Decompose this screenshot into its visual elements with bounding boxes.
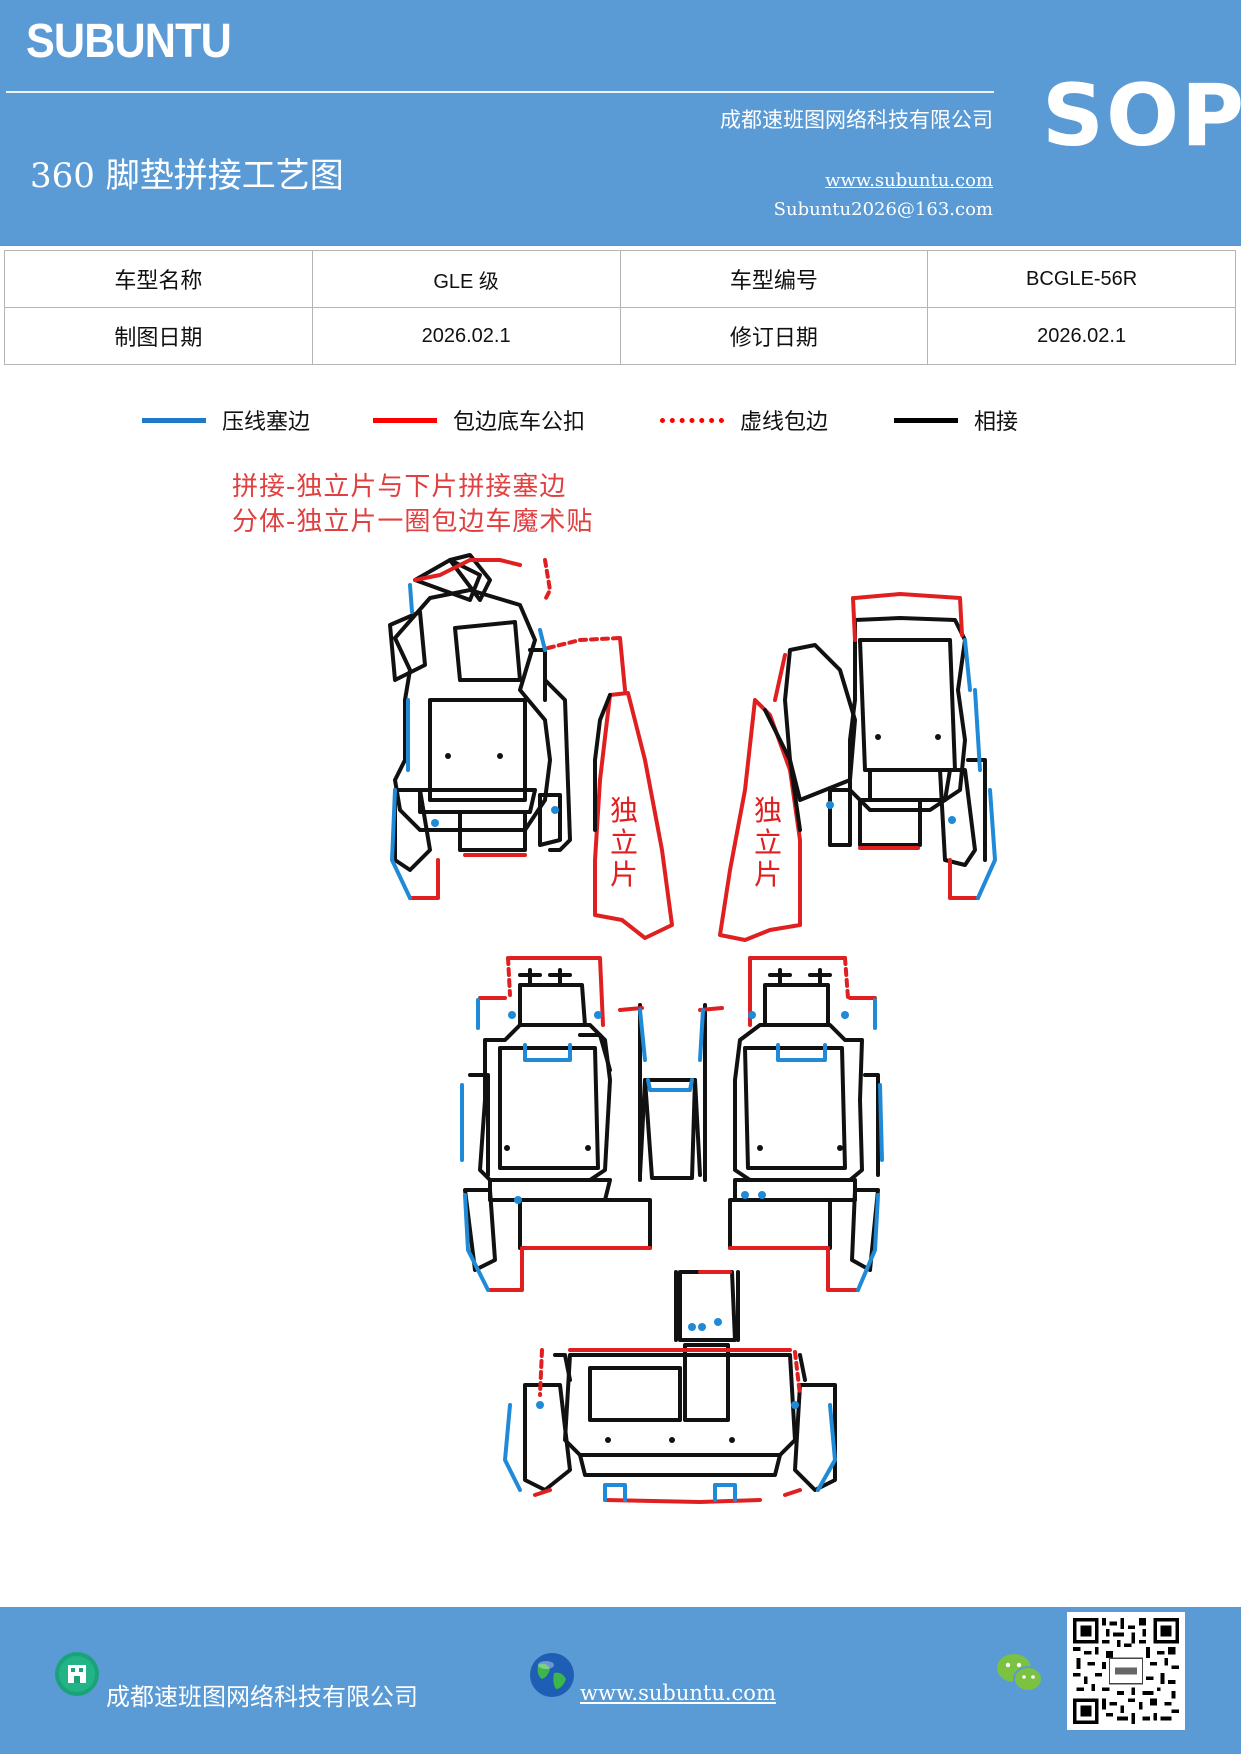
legend-swatch [660,417,724,423]
legend-swatch [373,417,437,423]
footer-website-link[interactable]: www.subuntu.com [580,1681,776,1705]
legend-label: 虚线包边 [740,410,829,435]
model-name-label: 车型名称 [4,250,313,308]
company-name: 成都速班图网络科技有限公司 [720,108,993,132]
footer-banner: 成都速班图网络科技有限公司 www.subuntu.com [0,1607,1241,1754]
center-tunnel-piece [638,1078,702,1180]
independent-piece-label-right: 独立片 [754,794,782,891]
legend-item-dotted-edge: 虚线包边 [660,400,828,440]
independent-piece-right [718,698,802,942]
front-right-mat [773,592,997,900]
second-row-left-mat [460,956,652,1292]
header-banner: SUBUNTU 成都速班图网络科技有限公司 360 脚垫拼接工艺图 www.su… [0,0,1241,246]
globe-icon [530,1653,574,1697]
table-row: 制图日期 2026.02.1 修订日期 2026.02.1 [4,307,1236,365]
draw-date-value: 2026.02.1 [311,307,621,365]
legend-item-edge-snap: 包边底车公扣 [373,400,585,440]
legend-swatch [894,417,958,423]
table-row: 车型名称 GLE 级 车型编号 BCGLE-56R [4,250,1236,308]
independent-piece-left [593,691,674,940]
qr-code-image [1073,1618,1179,1724]
brand-logo: SUBUNTU [26,15,232,68]
revision-date-label: 修订日期 [619,307,929,365]
header-divider [6,91,994,93]
legend-label: 包边底车公扣 [453,410,586,435]
note-line: 分体-独立片一圈包边车魔术贴 [232,507,594,537]
draw-date-label: 制图日期 [4,307,313,365]
second-row-right-mat [698,956,884,1292]
model-name-value: GLE 级 [311,250,621,308]
floor-mat-diagram: 独立片 独立片 [388,553,997,1504]
website-link[interactable]: www.subuntu.com [825,170,993,191]
legend-label: 压线塞边 [222,410,311,435]
note-line: 拼接-独立片与下片拼接塞边 [232,472,567,502]
rear-mat [503,1270,837,1504]
sop-badge: SOP [1042,66,1241,166]
page-title: 360 脚垫拼接工艺图 [30,156,344,196]
qr-code[interactable] [1067,1612,1185,1730]
contact-email[interactable]: Subuntu2026@163.com [773,199,993,220]
footer-company-name: 成都速班图网络科技有限公司 [106,1683,418,1711]
building-icon [55,1652,99,1696]
vehicle-info-table: 车型名称 GLE 级 车型编号 BCGLE-56R 制图日期 2026.02.1… [4,250,1236,365]
revision-date-value: 2026.02.1 [927,307,1236,365]
diagram-notes: 拼接-独立片与下片拼接塞边 分体-独立片一圈包边车魔术贴 [232,470,593,540]
legend-label: 相接 [974,410,1019,435]
independent-piece-label-left: 独立片 [610,794,638,891]
legend-item-join: 相接 [894,400,1018,440]
wechat-icon[interactable] [996,1651,1044,1695]
model-code-value: BCGLE-56R [927,250,1236,308]
front-left-mat [388,553,627,900]
model-code-label: 车型编号 [619,250,929,308]
legend-swatch [142,417,206,423]
legend-item-press-line: 压线塞边 [142,400,310,440]
